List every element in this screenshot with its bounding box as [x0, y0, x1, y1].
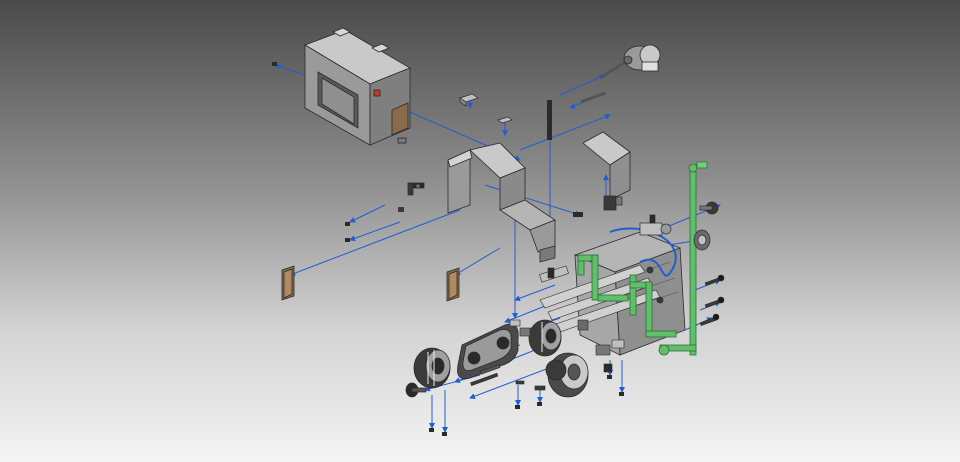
top-bracket [459, 93, 513, 124]
explode-line [349, 204, 386, 223]
explode-line [514, 284, 556, 302]
mounting-bolts [699, 274, 725, 327]
cover-plate[interactable] [582, 131, 631, 201]
side-bracket [407, 182, 425, 196]
elbow-fitting [696, 161, 708, 169]
fitting-block [603, 195, 623, 211]
control-enclosure[interactable] [304, 27, 411, 146]
valve-block[interactable] [639, 214, 672, 236]
explode-line [519, 114, 611, 151]
shaft-parts [470, 319, 625, 391]
drive-motor[interactable] [599, 44, 661, 80]
filter-pad-left [281, 265, 295, 301]
explode-line [559, 74, 606, 96]
main-frame-bracket[interactable] [447, 142, 556, 263]
explode-line [289, 209, 461, 277]
fastener [398, 207, 404, 212]
vertical-rod [547, 100, 552, 140]
blue-hose [609, 227, 677, 277]
hand-wheel[interactable] [405, 382, 427, 398]
bottom-screws [429, 375, 624, 436]
coolant-piping[interactable] [577, 163, 698, 356]
knob-top-right[interactable] [699, 201, 719, 215]
explode-line [454, 247, 501, 276]
explode-line [349, 221, 401, 242]
red-indicator [373, 89, 381, 97]
fastener [573, 212, 583, 217]
spacer-rod [580, 91, 606, 104]
filter-pad-right [446, 267, 460, 302]
geared-wheel[interactable] [545, 352, 589, 398]
roller-drum-center[interactable] [528, 319, 562, 357]
screw-small [272, 62, 350, 242]
coupling-right [693, 229, 711, 251]
belt-housing[interactable] [457, 323, 519, 380]
vent-grille [391, 102, 409, 136]
roller-drum-left[interactable] [413, 347, 451, 389]
